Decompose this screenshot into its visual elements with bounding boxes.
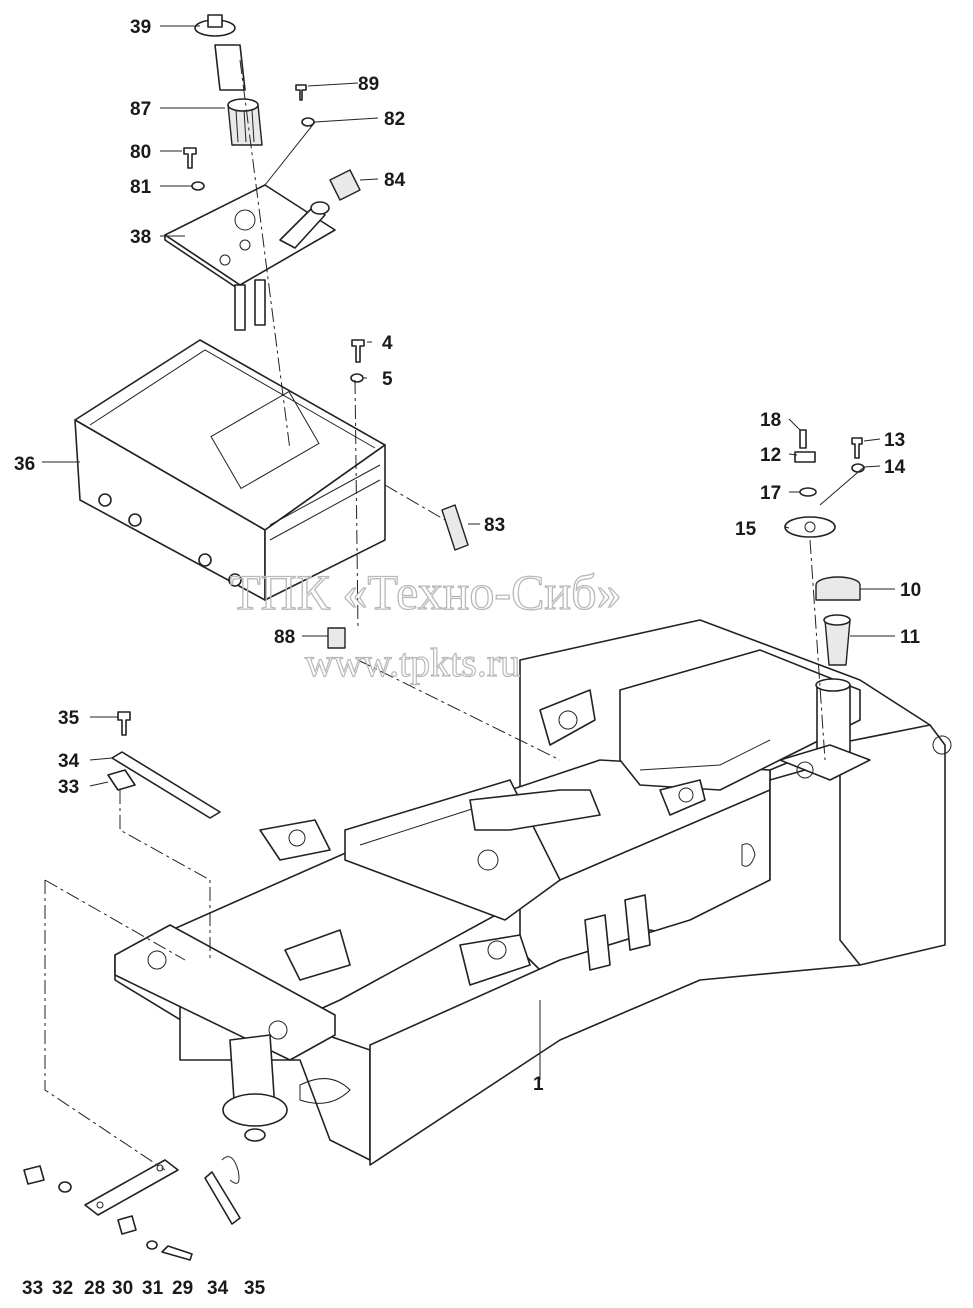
- callout-38: 35: [58, 708, 80, 729]
- callout-labels: 39 87 80 81 38 89 82 84 4 5 36 83 88 18 …: [14, 17, 921, 1299]
- callout-87: 87: [130, 99, 151, 120]
- watermark-url: www.tpkts.ru: [305, 640, 520, 685]
- callout-15: 15: [735, 519, 757, 540]
- tank-cover-assembly: [164, 14, 361, 331]
- callout-14: 14: [884, 457, 906, 478]
- callout-35: 35: [244, 1278, 266, 1299]
- callout-13: 13: [884, 430, 905, 451]
- callout-33: 33: [22, 1278, 43, 1299]
- callout-11: 11: [900, 627, 921, 648]
- callout-31: 31: [142, 1278, 164, 1299]
- callout-80: 36: [14, 454, 35, 475]
- callout-81: 38: [130, 227, 151, 248]
- callout-85: 83: [484, 515, 505, 536]
- main-frame: [114, 619, 952, 1166]
- callout-1: 1: [533, 1074, 544, 1095]
- callout-32: 32: [52, 1278, 73, 1299]
- callout-84-right: 82: [384, 109, 405, 130]
- callout-18: 18: [760, 410, 781, 431]
- callout-28: 28: [84, 1278, 105, 1299]
- watermark-title: ТПК «Техно-Сиб»: [230, 564, 622, 620]
- callout-29: 29: [172, 1278, 193, 1299]
- callout-86: 84: [384, 170, 406, 191]
- assembly-centerlines: [44, 59, 826, 1171]
- watermark: ТПК «Техно-Сиб» www.tpkts.ru: [229, 563, 622, 685]
- callout-4: 4: [382, 333, 393, 354]
- callout-88: 88: [274, 627, 295, 648]
- callout-39: 33: [58, 777, 79, 798]
- callout-82: 39: [130, 17, 151, 38]
- callout-12: 12: [760, 445, 781, 466]
- callout-89: 89: [358, 74, 379, 95]
- callout-34: 34: [207, 1278, 229, 1299]
- leader-lines: [42, 25, 895, 1080]
- callout-83: 80: [130, 142, 151, 163]
- callout-10: 10: [900, 580, 921, 601]
- callout-5: 5: [382, 369, 393, 390]
- small-hardware: [23, 84, 865, 1261]
- callout-17: 17: [760, 483, 781, 504]
- hydraulic-tank: [74, 339, 386, 601]
- callout-36: 34: [58, 751, 80, 772]
- callout-84-left: 81: [130, 177, 152, 198]
- callout-30: 30: [112, 1278, 133, 1299]
